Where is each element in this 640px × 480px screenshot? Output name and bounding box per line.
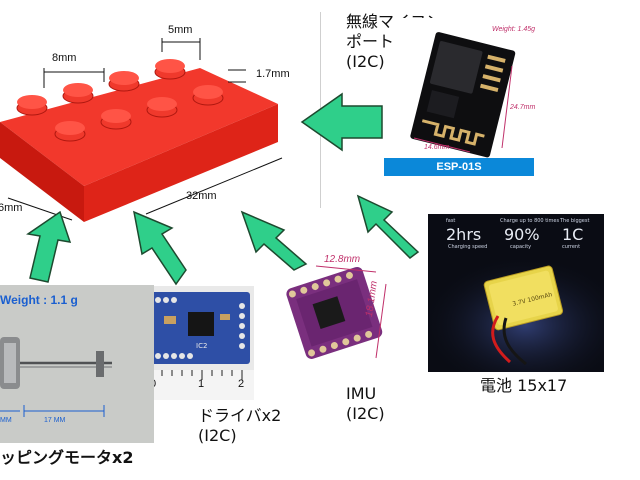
battery-stat-2-value: 90% xyxy=(504,225,540,244)
brick-stud-spacing-label: 8mm xyxy=(52,52,77,64)
wifi-module-image: Weight: 1.45g 24.7mm 14.6mm xyxy=(394,18,536,174)
imu-caption-line1: IMU xyxy=(346,384,377,403)
driver-caption-line1: ドライバx2 xyxy=(198,406,282,425)
driver-caption-line2: (I2C) xyxy=(198,426,237,445)
motor-dim-right-label: 17 MM xyxy=(44,417,66,424)
motor-caption: ッピングモータx2 xyxy=(0,448,134,467)
motor-dim-left-label: MM xyxy=(0,417,12,424)
imu-caption: IMU (I2C) xyxy=(346,384,385,424)
driver-board-label: IC2 xyxy=(196,342,208,350)
wifi-height-label: 24.7mm xyxy=(510,104,536,111)
battery-stat-1-value: 2hrs xyxy=(446,225,482,244)
battery-stat-3-value: 1C xyxy=(562,225,584,244)
driver-ruler-label-2: 2 xyxy=(238,378,245,390)
battery-stat-1-bottom: Charging speed xyxy=(448,244,488,250)
brick-stud-height-label: 1.7mm xyxy=(256,68,290,80)
motor-weight-label: Weight : 1.1 g xyxy=(0,293,78,307)
arrow-wifi-to-brick xyxy=(300,92,383,152)
battery-stat-2-top: Charge up to 800 times xyxy=(500,218,560,224)
wifi-model-banner: ESP-01S xyxy=(384,158,534,176)
battery-stat-3-bottom: current xyxy=(562,244,581,250)
battery-stat-3-top: The biggest xyxy=(560,218,590,224)
lego-brick xyxy=(0,30,300,230)
brick-width-label: 6mm xyxy=(0,202,23,214)
brick-length-label: 32mm xyxy=(186,190,217,202)
driver-caption: ドライバx2 (I2C) xyxy=(198,406,281,446)
wifi-caption-line3: (I2C) xyxy=(346,52,385,71)
brick-stud-diameter-label: 5mm xyxy=(168,24,193,36)
battery-stat-1-top: fast xyxy=(446,218,456,224)
imu-width-label: 12.8mm xyxy=(324,254,361,265)
battery-image: fast 2hrs Charging speed Charge up to 80… xyxy=(428,214,604,372)
battery-stat-2-bottom: capacity xyxy=(510,244,532,250)
battery-caption: 電池 15x17 xyxy=(480,376,568,395)
separator-line xyxy=(320,12,321,208)
motor-image: Weight : 1.1 g MM 17 MM xyxy=(0,285,154,443)
arrow-battery-to-brick xyxy=(356,194,420,259)
driver-ruler-label-1: 1 xyxy=(198,378,205,390)
wifi-weight-label: Weight: 1.45g xyxy=(492,26,536,33)
imu-caption-line2: (I2C) xyxy=(346,404,385,423)
wifi-width-label: 14.6mm xyxy=(424,144,450,151)
imu-image: 12.8mm 18.1mm xyxy=(272,254,402,374)
